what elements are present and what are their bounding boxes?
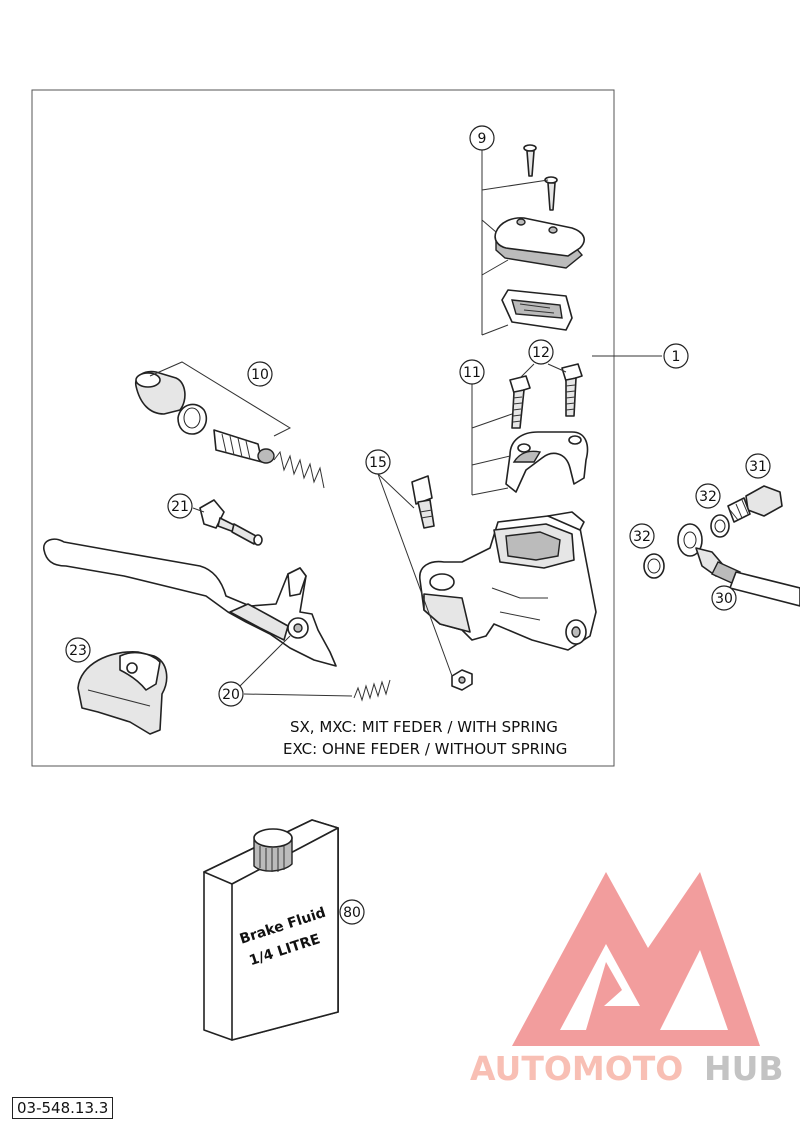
callout-31-label: 31 bbox=[749, 459, 767, 475]
watermark-text-hub: HUB bbox=[704, 1049, 784, 1088]
leader-15 bbox=[377, 473, 453, 677]
bottle-cap bbox=[253, 828, 293, 872]
callout-12-label: 12 bbox=[532, 345, 550, 361]
callout-23-label: 23 bbox=[69, 643, 87, 659]
brake-hose bbox=[677, 523, 800, 607]
watermark-logo: AUTOMOTO HUB bbox=[470, 872, 784, 1088]
dust-boot bbox=[134, 370, 186, 415]
callout-32-upper-label: 32 bbox=[699, 489, 717, 505]
watermark-text-automoto: AUTOMOTO bbox=[470, 1049, 683, 1088]
callout-23: 23 bbox=[65, 637, 91, 663]
sealing-washer-1 bbox=[710, 514, 730, 538]
callout-20: 20 bbox=[218, 681, 244, 707]
sealing-washer-2 bbox=[643, 553, 665, 579]
clamp-bolt-1 bbox=[509, 375, 531, 429]
callout-31: 31 bbox=[745, 453, 771, 479]
callout-30: 30 bbox=[711, 585, 737, 611]
reference-number: 03-548.13.3 bbox=[12, 1097, 114, 1119]
callout-80: 80 bbox=[339, 899, 365, 925]
banjo-bolt bbox=[727, 485, 783, 523]
leader-12 bbox=[519, 363, 567, 379]
callout-9: 9 bbox=[469, 125, 495, 151]
callout-21: 21 bbox=[167, 493, 193, 519]
callout-1-label: 1 bbox=[672, 349, 681, 365]
handlebar-clamp bbox=[505, 431, 589, 493]
piston-spring bbox=[273, 450, 325, 489]
pivot-pin bbox=[411, 475, 435, 529]
lever-guard bbox=[77, 651, 168, 735]
leader-20 bbox=[239, 635, 353, 697]
callout-10-label: 10 bbox=[251, 367, 269, 383]
callout-21-label: 21 bbox=[171, 499, 189, 515]
clamp-bolt-2 bbox=[561, 363, 583, 417]
callout-32-lower: 32 bbox=[629, 523, 655, 549]
callout-1: 1 bbox=[663, 343, 689, 369]
reservoir-cover bbox=[494, 217, 585, 269]
lever-spring bbox=[353, 679, 391, 702]
callout-11: 11 bbox=[459, 359, 485, 385]
master-cylinder-body bbox=[419, 511, 597, 651]
cover-screw-1 bbox=[523, 144, 537, 177]
spring-note-exc: EXC: OHNE FEDER / WITHOUT SPRING bbox=[283, 740, 567, 758]
lever-adjuster bbox=[192, 499, 263, 546]
callout-30-label: 30 bbox=[715, 591, 733, 607]
callout-32-upper: 32 bbox=[695, 483, 721, 509]
callout-15-label: 15 bbox=[369, 455, 387, 471]
brake-fluid-bottle: Brake Fluid 1/4 LITRE bbox=[203, 819, 339, 1041]
callout-11-label: 11 bbox=[463, 365, 481, 381]
reservoir-diaphragm bbox=[501, 289, 573, 331]
callout-32-lower-label: 32 bbox=[633, 529, 651, 545]
reservoir-cover-group bbox=[481, 144, 585, 336]
pivot-nut bbox=[451, 669, 473, 691]
cover-screw-2 bbox=[544, 176, 558, 211]
piston-kit-group bbox=[134, 361, 325, 489]
piston bbox=[213, 429, 275, 464]
callout-80-label: 80 bbox=[343, 905, 361, 921]
callout-9-label: 9 bbox=[478, 131, 487, 147]
brake-lever bbox=[43, 538, 337, 667]
leader-11 bbox=[471, 382, 513, 496]
diagram-frame bbox=[31, 89, 615, 767]
callout-15: 15 bbox=[365, 449, 391, 475]
callout-20-label: 20 bbox=[222, 687, 240, 703]
callout-10: 10 bbox=[247, 361, 273, 387]
watermark-triangle-mark bbox=[512, 872, 760, 1046]
clamp-group bbox=[471, 363, 589, 496]
leader-9 bbox=[481, 150, 549, 336]
leader-10 bbox=[149, 361, 292, 437]
circlip bbox=[177, 403, 208, 435]
callout-12: 12 bbox=[528, 339, 554, 365]
spring-note-sx-mxc: SX, MXC: MIT FEDER / WITH SPRING bbox=[290, 718, 558, 736]
